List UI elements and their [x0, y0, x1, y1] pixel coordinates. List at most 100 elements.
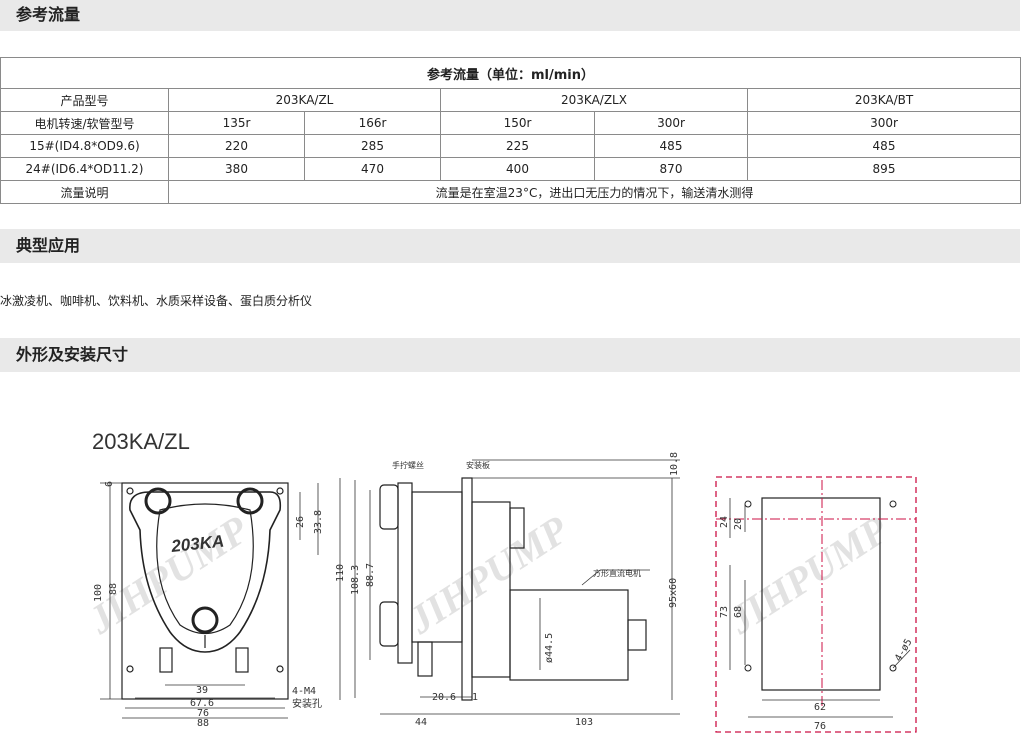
flow-cell: 485	[746, 134, 1022, 158]
flow-cell: 895	[746, 157, 1022, 181]
table-row: 产品型号 203KA/ZL 203KA/ZLX 203KA/BT	[0, 88, 1022, 112]
front-dimensions	[100, 482, 319, 719]
dim-label: 73	[719, 606, 730, 618]
flow-table: 参考流量（单位：ml/min） 产品型号 203KA/ZL 203KA/ZLX …	[0, 57, 1022, 204]
dimension-drawing: 203KA/ZL JIHPUMP JIHPUMP JIHPUMP 203KA	[80, 429, 917, 733]
dim-label: 76	[197, 708, 209, 719]
flow-cell: 380	[168, 157, 305, 181]
dim-label: 88.7	[365, 563, 376, 587]
tube-connector	[159, 647, 173, 673]
dim-label: 10.8	[669, 452, 680, 476]
model-cell: 203KA/ZL	[168, 88, 441, 112]
speed-cell: 300r	[746, 111, 1022, 135]
model-cell: 203KA/ZLX	[440, 88, 748, 112]
table-row: 24#(ID6.4*OD11.2) 380 470 400 870 895	[0, 157, 1022, 181]
dim-label: 108.3	[350, 565, 361, 595]
row-label: 15#(ID4.8*OD9.6)	[0, 134, 169, 158]
dim-label: 20.6	[432, 692, 456, 703]
dim-label: 24	[719, 516, 730, 528]
dim-label: 6	[104, 481, 115, 487]
dim-label: 68	[733, 606, 744, 618]
part-label: 手拧螺丝	[392, 460, 424, 470]
watermark: JIHPUMP	[400, 506, 577, 643]
flow-cell: 400	[440, 157, 595, 181]
dim-label: 26	[295, 516, 306, 528]
flow-note: 流量是在室温23°C，进出口无压力的情况下，输送清水测得	[167, 180, 1022, 204]
mount-hole	[126, 487, 134, 495]
speed-cell: 166r	[304, 111, 441, 135]
mount-hole	[889, 664, 897, 672]
flow-cell: 485	[594, 134, 748, 158]
applications-text: 冰激凌机、咖啡机、饮料机、水质采样设备、蛋白质分析仪	[0, 294, 313, 308]
motor-face	[761, 497, 881, 691]
side-knob	[379, 484, 399, 530]
speed-cell: 135r	[168, 111, 305, 135]
row-label: 产品型号	[0, 88, 169, 112]
apps-section-title: 典型应用	[0, 229, 1020, 263]
head-body	[397, 482, 413, 664]
table-row: 电机转速/软管型号 135r 166r 150r 300r 300r	[0, 111, 1022, 135]
dim-label: 1	[472, 692, 478, 703]
dim-label: 4-ø5	[893, 637, 915, 663]
side-tube	[417, 641, 433, 677]
table-row: 15#(ID4.8*OD9.6) 220 285 225 485 485	[0, 134, 1022, 158]
drawing-model-title: 203KA/ZL	[92, 429, 190, 454]
outline-dashed	[715, 476, 917, 733]
flow-cell: 220	[168, 134, 305, 158]
mount-hole	[126, 665, 134, 673]
flow-section-title: 参考流量	[0, 0, 1020, 31]
gearbox-tab	[509, 507, 525, 549]
pump-head	[129, 491, 282, 653]
mount-hole	[276, 665, 284, 673]
flow-cell: 225	[440, 134, 595, 158]
knob	[191, 606, 219, 634]
side-view	[379, 477, 647, 701]
dim-label: ø44.5	[544, 633, 555, 663]
dim-label: 20	[733, 518, 744, 530]
dim-label: 62	[814, 702, 826, 713]
dim-label: 88	[108, 583, 119, 595]
row-label: 电机转速/软管型号	[0, 111, 169, 135]
motor-end	[627, 619, 647, 651]
tube-connector	[235, 647, 249, 673]
dim-label: 88	[197, 718, 209, 729]
table-caption: 参考流量（单位：ml/min）	[0, 57, 1022, 89]
side-knob	[379, 601, 399, 647]
dc-motor	[509, 589, 629, 681]
table-caption-row: 参考流量（单位：ml/min）	[0, 57, 1022, 89]
speed-cell: 300r	[594, 111, 748, 135]
dim-label: 103	[575, 717, 593, 728]
model-cell: 203KA/BT	[746, 88, 1022, 112]
part-label: 方形直流电机	[593, 568, 641, 578]
head-cover	[156, 503, 254, 635]
row-label: 24#(ID6.4*OD11.2)	[0, 157, 169, 181]
back-view	[715, 476, 917, 733]
watermark: JIHPUMP	[80, 506, 257, 643]
watermark: JIHPUMP	[720, 506, 897, 643]
part-label: 安装板	[466, 460, 490, 470]
flow-cell: 285	[304, 134, 441, 158]
dim-label: 76	[814, 721, 826, 732]
dim-label: 110	[335, 564, 346, 582]
dim-label: 39	[196, 685, 208, 696]
mount-hole	[744, 664, 752, 672]
flow-cell: 470	[304, 157, 441, 181]
dim-label: 44	[415, 717, 427, 728]
back-dimensions	[729, 498, 911, 718]
dim-label: 67.6	[190, 698, 214, 709]
dims-section-title: 外形及安装尺寸	[0, 338, 1020, 372]
dim-label: 33.8	[313, 510, 324, 534]
knob	[236, 487, 264, 515]
row-label: 流量说明	[0, 180, 169, 204]
speed-cell: 150r	[440, 111, 595, 135]
side-dimensions	[339, 459, 680, 715]
mount-hole	[889, 500, 897, 508]
dim-label: 100	[93, 584, 104, 602]
mount-hole	[276, 487, 284, 495]
dim-label: 95x60	[668, 578, 679, 608]
front-view	[121, 482, 289, 700]
table-row: 流量说明 流量是在室温23°C，进出口无压力的情况下，输送清水测得	[0, 180, 1022, 204]
flow-cell: 870	[594, 157, 748, 181]
hole-note: 4-M4	[292, 686, 316, 697]
hole-note: 安装孔	[292, 697, 322, 710]
